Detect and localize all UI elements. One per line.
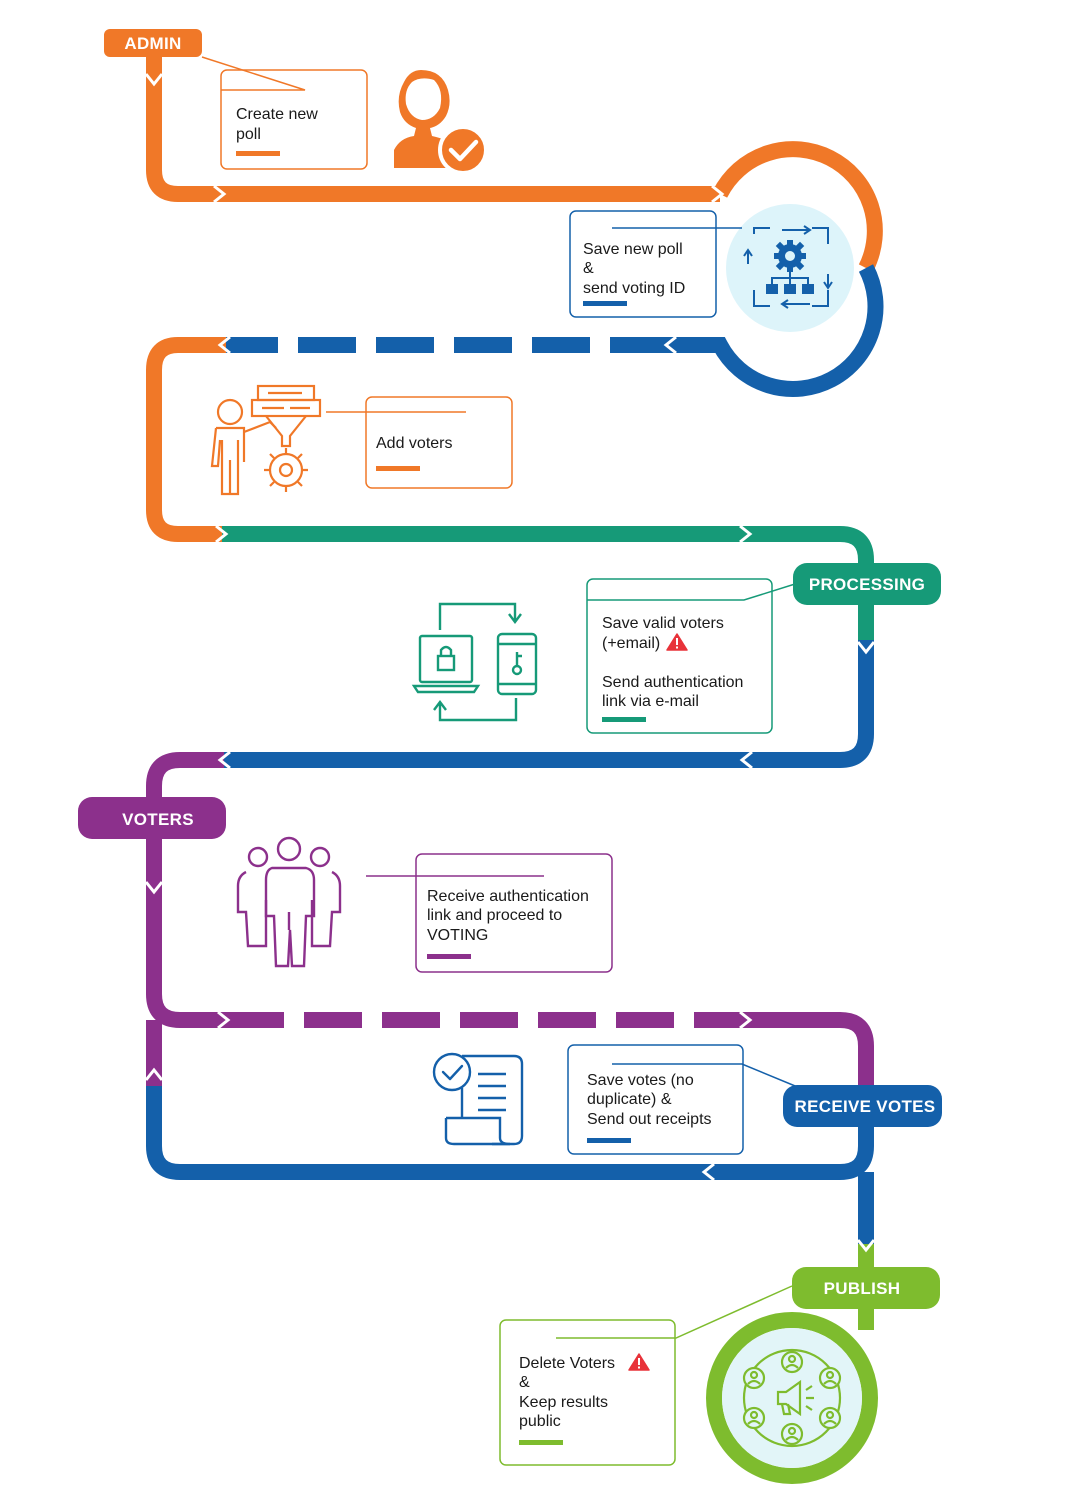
connector-paths: [146, 40, 884, 1330]
purple-right-corner: [748, 1012, 874, 1090]
chevron-separators: [144, 73, 876, 1253]
step-create-poll: Create new poll: [201, 56, 368, 170]
receive-auth-line-3: VOTING: [427, 927, 488, 944]
stage-admin: ADMIN: [104, 29, 202, 57]
orange-top-arc: [712, 141, 883, 272]
orange-trunk: [146, 40, 720, 202]
blue-third-segment: [224, 640, 874, 768]
step-save-poll: Save new poll & send voting ID: [569, 210, 742, 318]
save-poll-line-1: Save new poll: [583, 241, 683, 258]
warning-icon: [628, 1353, 650, 1371]
step-delete-voters: Delete Voters & Keep results public: [499, 1285, 793, 1466]
stage-publish: PUBLISH: [792, 1267, 940, 1309]
save-poll-line-2: &: [583, 260, 594, 277]
stage-processing-label: PROCESSING: [809, 575, 925, 594]
add-voters-line-1: Add voters: [376, 435, 452, 452]
send-auth-line-2: link via e-mail: [602, 693, 699, 710]
admin-check-icon: [394, 70, 488, 175]
orange-second-segment: [146, 337, 226, 542]
send-auth-line-1: Send authentication: [602, 674, 743, 691]
document-check-icon: [432, 1052, 524, 1146]
step-save-valid-voters: Save valid voters (+email) Send authenti…: [586, 578, 796, 734]
create-poll-line-1: Create new: [236, 106, 318, 123]
save-votes-line-3: Send out receipts: [587, 1111, 712, 1128]
step-save-votes: Save votes (no duplicate) & Send out rec…: [567, 1044, 801, 1155]
receive-auth-line-2: link and proceed to: [427, 907, 562, 924]
publish-circle-ring: [706, 1312, 878, 1484]
stage-publish-label: PUBLISH: [824, 1279, 901, 1298]
stage-receive-votes: RECEIVE VOTES: [783, 1085, 942, 1127]
stage-voters: VOTERS: [78, 797, 226, 839]
person-funnel-gear-icon: [210, 384, 322, 496]
blue-bottom-arc: [668, 264, 884, 398]
receive-auth-line-1: Receive authentication: [427, 888, 589, 905]
warning-icon: [666, 633, 688, 651]
publish-circle: [722, 1328, 862, 1468]
delete-voters-line-1: Delete Voters: [519, 1355, 615, 1372]
delete-voters-line-3: Keep results: [519, 1394, 608, 1411]
save-valid-voters-line-1: Save valid voters: [602, 615, 724, 632]
stage-receive-votes-label: RECEIVE VOTES: [795, 1097, 936, 1116]
group-people-icon: [236, 836, 342, 968]
save-valid-voters-line-2: (+email): [602, 635, 660, 652]
step-receive-auth: Receive authentication link and proceed …: [366, 853, 613, 973]
step-add-voters: Add voters: [326, 396, 513, 489]
teal-segment: [222, 526, 874, 640]
stage-processing: PROCESSING: [793, 563, 941, 605]
delete-voters-line-2: &: [519, 1374, 530, 1391]
network-megaphone-icon: [742, 1348, 842, 1448]
stage-voters-label: VOTERS: [122, 810, 194, 829]
delete-voters-line-4: public: [519, 1413, 561, 1430]
save-votes-line-1: Save votes (no: [587, 1072, 694, 1089]
create-poll-line-2: poll: [236, 126, 261, 143]
save-poll-line-3: send voting ID: [583, 280, 685, 297]
laptop-phone-lock-icon: [411, 602, 538, 722]
blue-receive-segment: [146, 1086, 874, 1180]
save-votes-line-2: duplicate) &: [587, 1091, 672, 1108]
stage-admin-label: ADMIN: [124, 34, 181, 53]
process-gear-icon: [743, 225, 833, 309]
